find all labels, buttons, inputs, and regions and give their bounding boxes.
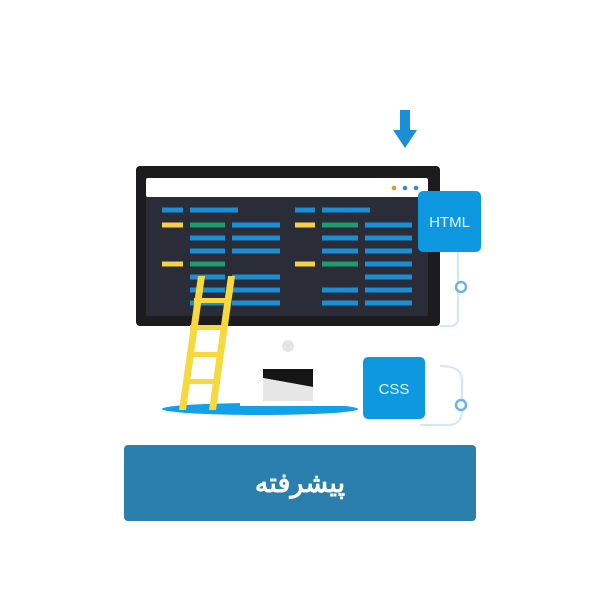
advanced-button[interactable]: پیشرفته	[124, 445, 476, 521]
code-line	[232, 235, 280, 241]
window-dot-icon	[402, 185, 408, 191]
code-line	[190, 287, 225, 293]
code-line	[365, 287, 412, 293]
code-line	[162, 222, 183, 228]
code-line	[322, 287, 358, 293]
html-connector	[420, 252, 459, 327]
down-arrow-icon	[393, 110, 417, 148]
code-line	[162, 207, 183, 213]
code-line	[295, 207, 315, 213]
html-connector-node	[454, 280, 468, 294]
code-line	[322, 235, 358, 241]
css-connector	[420, 365, 463, 426]
code-line	[295, 222, 315, 228]
code-line	[322, 300, 358, 306]
code-line	[365, 248, 412, 254]
code-line	[322, 207, 370, 213]
css-badge: CSS	[363, 357, 425, 419]
code-line	[232, 248, 280, 254]
window-dot-icon	[391, 185, 397, 191]
ladder	[179, 276, 235, 410]
code-line	[232, 222, 280, 228]
code-line	[365, 235, 412, 241]
code-line	[322, 261, 358, 267]
code-line	[322, 248, 358, 254]
code-line	[232, 300, 280, 306]
code-line	[295, 261, 315, 267]
code-line	[162, 261, 183, 267]
code-line	[365, 274, 412, 280]
code-line	[365, 222, 412, 228]
html-badge: HTML	[418, 191, 481, 252]
code-line	[190, 207, 238, 213]
html-label: HTML	[429, 214, 470, 231]
code-line	[190, 261, 225, 267]
browser-bar	[146, 178, 428, 197]
code-line	[322, 222, 358, 228]
code-line	[190, 235, 225, 241]
css-connector-node	[454, 398, 468, 412]
code-line	[365, 261, 412, 267]
code-line	[190, 222, 225, 228]
code-line	[232, 274, 280, 280]
window-dot-icon	[413, 185, 419, 191]
code-line	[190, 274, 225, 280]
code-line	[365, 300, 412, 306]
code-line	[190, 248, 225, 254]
monitor-screen	[146, 178, 428, 316]
css-label: CSS	[379, 381, 410, 398]
code-line	[232, 287, 280, 293]
